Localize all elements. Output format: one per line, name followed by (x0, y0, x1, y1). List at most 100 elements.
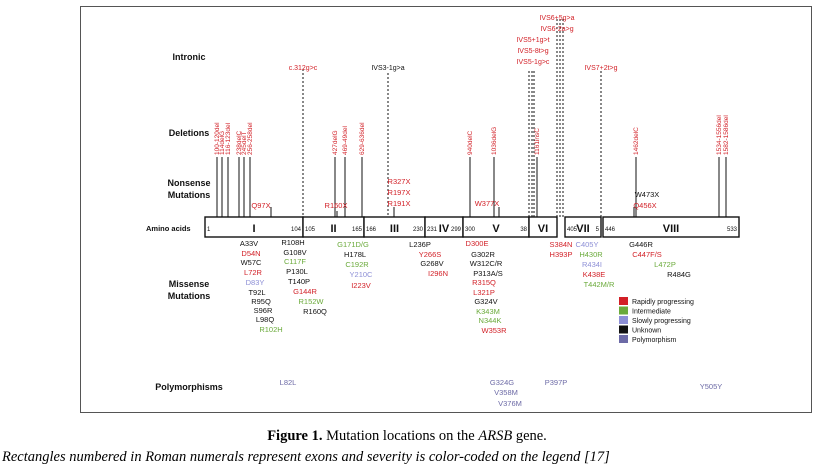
missense-mutation-label: G108V (283, 248, 306, 257)
exon-start-position: 405 (567, 227, 578, 233)
missense-mutation-label: K343M (476, 307, 500, 316)
exon-start-position: 1 (207, 227, 211, 233)
missense-mutation-label: I223V (351, 281, 371, 290)
deletion-label: 238delC (236, 130, 243, 155)
exon-label: VIII (663, 223, 680, 235)
legend-label: Polymorphism (632, 337, 677, 344)
row-label-deletions: Deletions (169, 128, 210, 138)
exon-label: II (330, 223, 336, 235)
caption-text-after: gene. (512, 428, 547, 444)
row-label-missense-mutations: Mutations (168, 291, 211, 301)
exon-end-position: 104 (291, 227, 302, 233)
legend-swatch (619, 325, 628, 334)
missense-mutation-label: I296N (428, 269, 448, 278)
legend-swatch (619, 297, 628, 305)
intronic-mutation-label: IVS6-2a>g (540, 26, 573, 33)
exon-start-position: 446 (605, 227, 616, 233)
row-label-polymorphisms: Polymorphisms (155, 382, 223, 392)
missense-mutation-label: L321P (473, 288, 495, 297)
missense-mutation-label: R315Q (472, 278, 496, 287)
missense-mutation-label: L236P (409, 240, 431, 249)
exon-box (564, 216, 602, 238)
polymorphism-label: V358M (494, 388, 518, 397)
deletion-label: 1161insC (534, 128, 541, 155)
row-label-amino-acids: Amino acids (146, 224, 191, 233)
polymorphism-label: P397P (545, 378, 568, 387)
missense-mutation-label: H178L (344, 250, 366, 259)
nonsense-mutation-label: Q456X (633, 201, 656, 210)
missense-mutation-label: R95Q (251, 297, 271, 306)
missense-mutation-label: C192R (345, 260, 369, 269)
intronic-mutation-label: c.312g>c (289, 65, 318, 72)
missense-mutation-label: C405Y (576, 240, 599, 249)
deletion-label: 1582-1586del (723, 115, 730, 155)
deletion-label: 1462delC (633, 127, 640, 155)
nonsense-mutation-label: W377X (475, 199, 500, 208)
missense-mutation-label: N344K (479, 316, 502, 325)
deletion-label: 940delC (467, 130, 474, 155)
legend-label: Rapidly progressing (632, 299, 694, 306)
exon-label: VI (538, 223, 548, 235)
arsb-mutation-diagram: IntronicDeletionsNonsenseMutationsAmino … (146, 15, 740, 408)
polymorphism-label: L82L (280, 378, 297, 387)
deletion-label: 629-636del (359, 122, 366, 155)
missense-mutation-label: H393P (550, 250, 573, 259)
intronic-mutation-label: IVS3-1g>a (371, 65, 404, 72)
nonsense-mutation-label: W473X (635, 190, 660, 199)
missense-mutation-label: D300E (466, 239, 489, 248)
missense-mutation-label: T92L (248, 288, 265, 297)
row-label-nonsense: Nonsense (167, 178, 210, 188)
missense-mutation-label: P130L (286, 267, 308, 276)
missense-mutation-label: S96R (254, 306, 273, 315)
figure-label: Figure 1. (267, 428, 323, 444)
missense-mutation-label: R108H (281, 238, 304, 247)
nonsense-mutation-label: Q97X (251, 201, 270, 210)
missense-mutation-label: R160Q (303, 307, 327, 316)
exon-box (528, 216, 558, 238)
intronic-mutation-label: IVS6+5g>a (539, 15, 574, 22)
missense-mutation-label: W353R (481, 326, 507, 335)
nonsense-mutation-label: R191X (388, 199, 411, 208)
missense-mutation-label: R484G (667, 270, 691, 279)
exon-end-position: 230 (413, 227, 424, 233)
legend-swatch (619, 306, 628, 315)
missense-mutation-label: C117F (284, 257, 306, 266)
missense-mutation-label: W312C/R (470, 259, 503, 268)
deletion-label: 245delT (241, 131, 248, 155)
missense-mutation-label: G446R (629, 240, 653, 249)
missense-mutation-label: Y210C (350, 270, 374, 279)
legend-label: Slowly progressing (632, 318, 691, 325)
exon-start-position: 300 (465, 227, 476, 233)
missense-mutation-label: D83Y (246, 278, 265, 287)
legend-swatch (619, 316, 628, 324)
row-label-intronic: Intronic (173, 52, 206, 62)
row-label-missense: Missense (169, 279, 210, 289)
intronic-mutation-label: IVS5+1g>t (516, 37, 549, 44)
missense-mutation-label: Y266S (419, 250, 442, 259)
figure-caption: Figure 1. Mutation locations on the ARSB… (0, 428, 814, 445)
exon-box (602, 216, 740, 238)
deletion-label: 256-258del (247, 122, 254, 155)
exon-label: III (390, 223, 399, 235)
figure-note: Rectangles numbered in Roman numerals re… (2, 449, 610, 465)
legend-swatch (619, 335, 628, 343)
deletion-label: 1036delG (491, 127, 498, 155)
exon-label: IV (439, 223, 450, 235)
intronic-mutation-label: IVS7+2t>g (584, 65, 617, 72)
missense-mutation-label: D54N (241, 249, 260, 258)
missense-mutation-label: G144R (293, 287, 317, 296)
missense-mutation-label: G302R (471, 250, 495, 259)
deletion-label: 427delG (332, 130, 339, 155)
polymorphism-label: V376M (498, 399, 522, 408)
row-label-nonsense-mutations: Mutations (168, 190, 211, 200)
nonsense-mutation-label: R197X (388, 188, 411, 197)
missense-mutation-label: R434I (582, 260, 602, 269)
legend-label: Intermediate (632, 309, 671, 316)
missense-mutation-label: W57C (241, 258, 262, 267)
missense-mutation-label: L72R (244, 268, 263, 277)
deletion-label: 100-120del (214, 122, 221, 155)
deletion-label: 1534-1556del (716, 115, 723, 155)
nonsense-mutation-label: R160X (325, 201, 348, 210)
missense-mutation-label: A33V (240, 239, 258, 248)
legend-label: Unknown (632, 328, 661, 335)
